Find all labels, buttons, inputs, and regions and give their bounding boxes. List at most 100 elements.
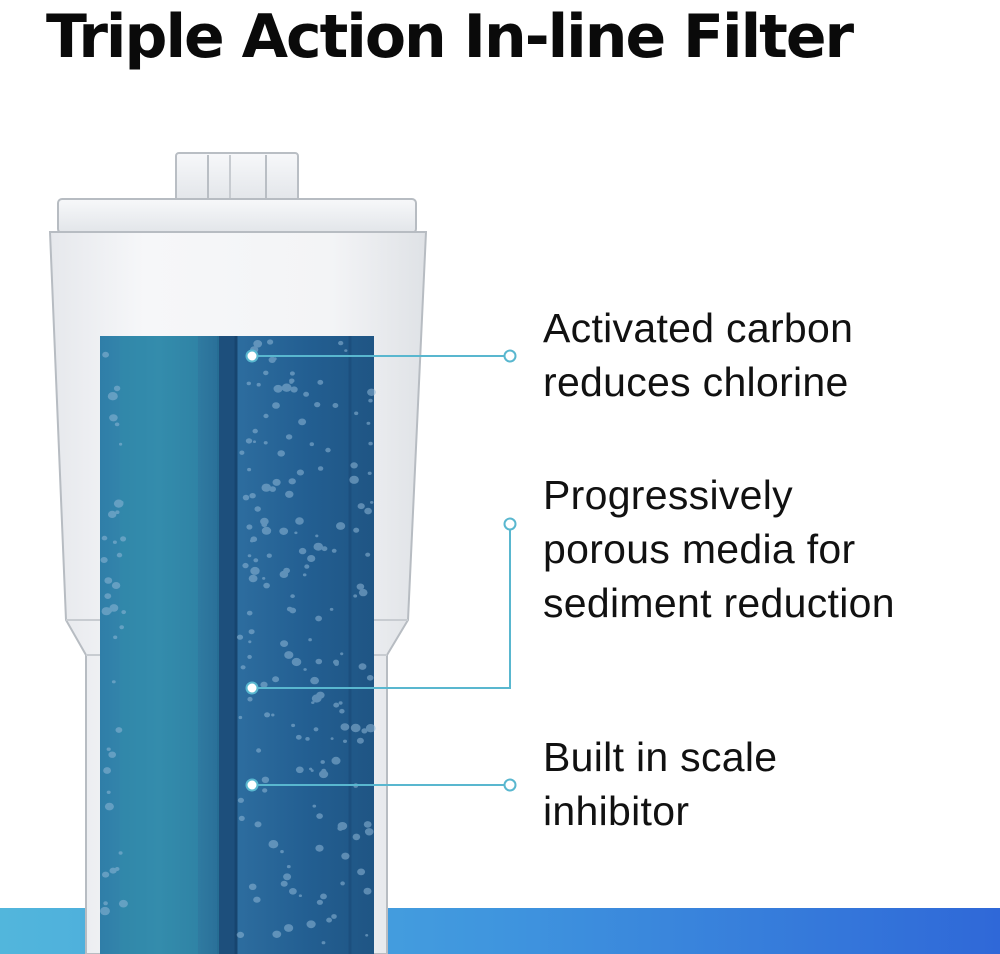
media-bubble	[263, 441, 268, 445]
callout-line: porous media for	[543, 526, 856, 572]
filter-cutaway	[100, 336, 376, 954]
media-bubble	[252, 428, 258, 434]
media-bubble	[272, 930, 282, 938]
media-bubble	[249, 493, 256, 499]
media-bubble	[291, 657, 302, 667]
filter-nozzle	[175, 152, 299, 203]
media-bubble	[113, 499, 124, 508]
media-bubble	[365, 934, 369, 937]
media-bubble	[261, 526, 272, 535]
media-bubble	[289, 371, 295, 376]
media-bubble	[310, 676, 319, 685]
media-bubble	[363, 887, 372, 895]
media-bubble	[236, 931, 245, 939]
media-bubble	[116, 552, 123, 558]
media-bubble	[256, 382, 261, 387]
media-bubble	[266, 553, 272, 558]
media-bubble	[103, 767, 111, 774]
media-bubble	[248, 640, 252, 644]
media-bubble	[111, 680, 116, 684]
media-bubble	[120, 536, 127, 542]
media-bubble	[330, 737, 334, 740]
media-bubble	[247, 696, 253, 702]
media-bubble	[121, 610, 126, 615]
media-bubble	[245, 438, 253, 444]
media-bubble	[272, 478, 281, 486]
media-bubble	[247, 654, 252, 659]
media-bubble	[313, 542, 324, 551]
filter-cap	[57, 198, 417, 234]
callout-line: reduces chlorine	[543, 359, 849, 405]
media-bubble	[353, 594, 358, 598]
page-title: Triple Action In-line Filter	[46, 2, 854, 72]
media-bubble	[354, 411, 359, 416]
media-bubble	[316, 813, 323, 819]
media-bubble	[118, 899, 128, 908]
media-bubble	[320, 760, 325, 764]
media-bubble	[367, 388, 376, 396]
media-bubble	[248, 883, 257, 890]
media-bubble	[247, 467, 252, 472]
media-bubble	[321, 941, 326, 945]
media-bubble	[295, 766, 304, 774]
media-bubble	[250, 536, 258, 542]
media-bubble	[246, 524, 253, 530]
media-bubble	[366, 421, 371, 425]
media-bubble	[353, 527, 360, 533]
media-bubble	[361, 728, 368, 734]
media-bubble	[109, 867, 117, 874]
media-bubble	[338, 701, 343, 705]
media-bubble	[253, 896, 261, 903]
media-bubble	[343, 739, 347, 743]
media-bubble	[357, 503, 365, 510]
media-bubble	[273, 357, 277, 361]
media-bubble	[247, 554, 252, 558]
media-bubble	[280, 640, 289, 647]
media-bubble	[261, 522, 268, 528]
media-bubble	[115, 510, 120, 514]
media-bubble	[333, 702, 340, 708]
media-bubble	[277, 450, 286, 457]
media-bubble	[317, 466, 324, 471]
media-bubble	[100, 557, 108, 563]
media-bubble	[298, 547, 307, 555]
media-bubble	[331, 548, 337, 553]
media-bubble	[340, 881, 345, 886]
media-bubble	[104, 593, 112, 599]
media-bubble	[111, 582, 121, 589]
media-bubble	[307, 555, 316, 562]
media-bubble	[305, 737, 310, 741]
media-bubble	[356, 737, 364, 744]
media-bubble	[295, 734, 302, 740]
media-bubble	[108, 510, 117, 518]
media-bubble	[340, 652, 344, 656]
media-bubble	[103, 901, 108, 906]
leader-line-sediment	[245, 517, 517, 695]
callout-line: Built in scale	[543, 734, 778, 780]
media-bubble	[298, 894, 302, 897]
media-bubble	[240, 665, 246, 670]
media-bubble	[336, 522, 346, 530]
media-bubble	[101, 535, 108, 541]
media-bubble	[302, 573, 307, 577]
media-bubble	[250, 566, 260, 575]
media-bubble	[350, 462, 358, 469]
media-bubble	[338, 340, 344, 346]
media-bubble	[332, 403, 339, 408]
media-bubble	[261, 483, 272, 492]
media-bubble	[246, 610, 253, 616]
media-bubble	[109, 414, 118, 422]
media-bubble	[368, 441, 373, 446]
media-bubble	[260, 681, 268, 688]
media-bubble	[242, 494, 250, 501]
media-bubble	[104, 802, 114, 811]
media-bubble	[239, 450, 245, 455]
media-bubble	[101, 607, 112, 616]
media-bubble	[271, 713, 275, 717]
media-bubble	[314, 402, 321, 408]
media-bubble	[334, 661, 339, 666]
media-bubble	[100, 906, 110, 916]
callout-line: Activated carbon	[543, 305, 854, 351]
media-bubble	[254, 821, 262, 828]
